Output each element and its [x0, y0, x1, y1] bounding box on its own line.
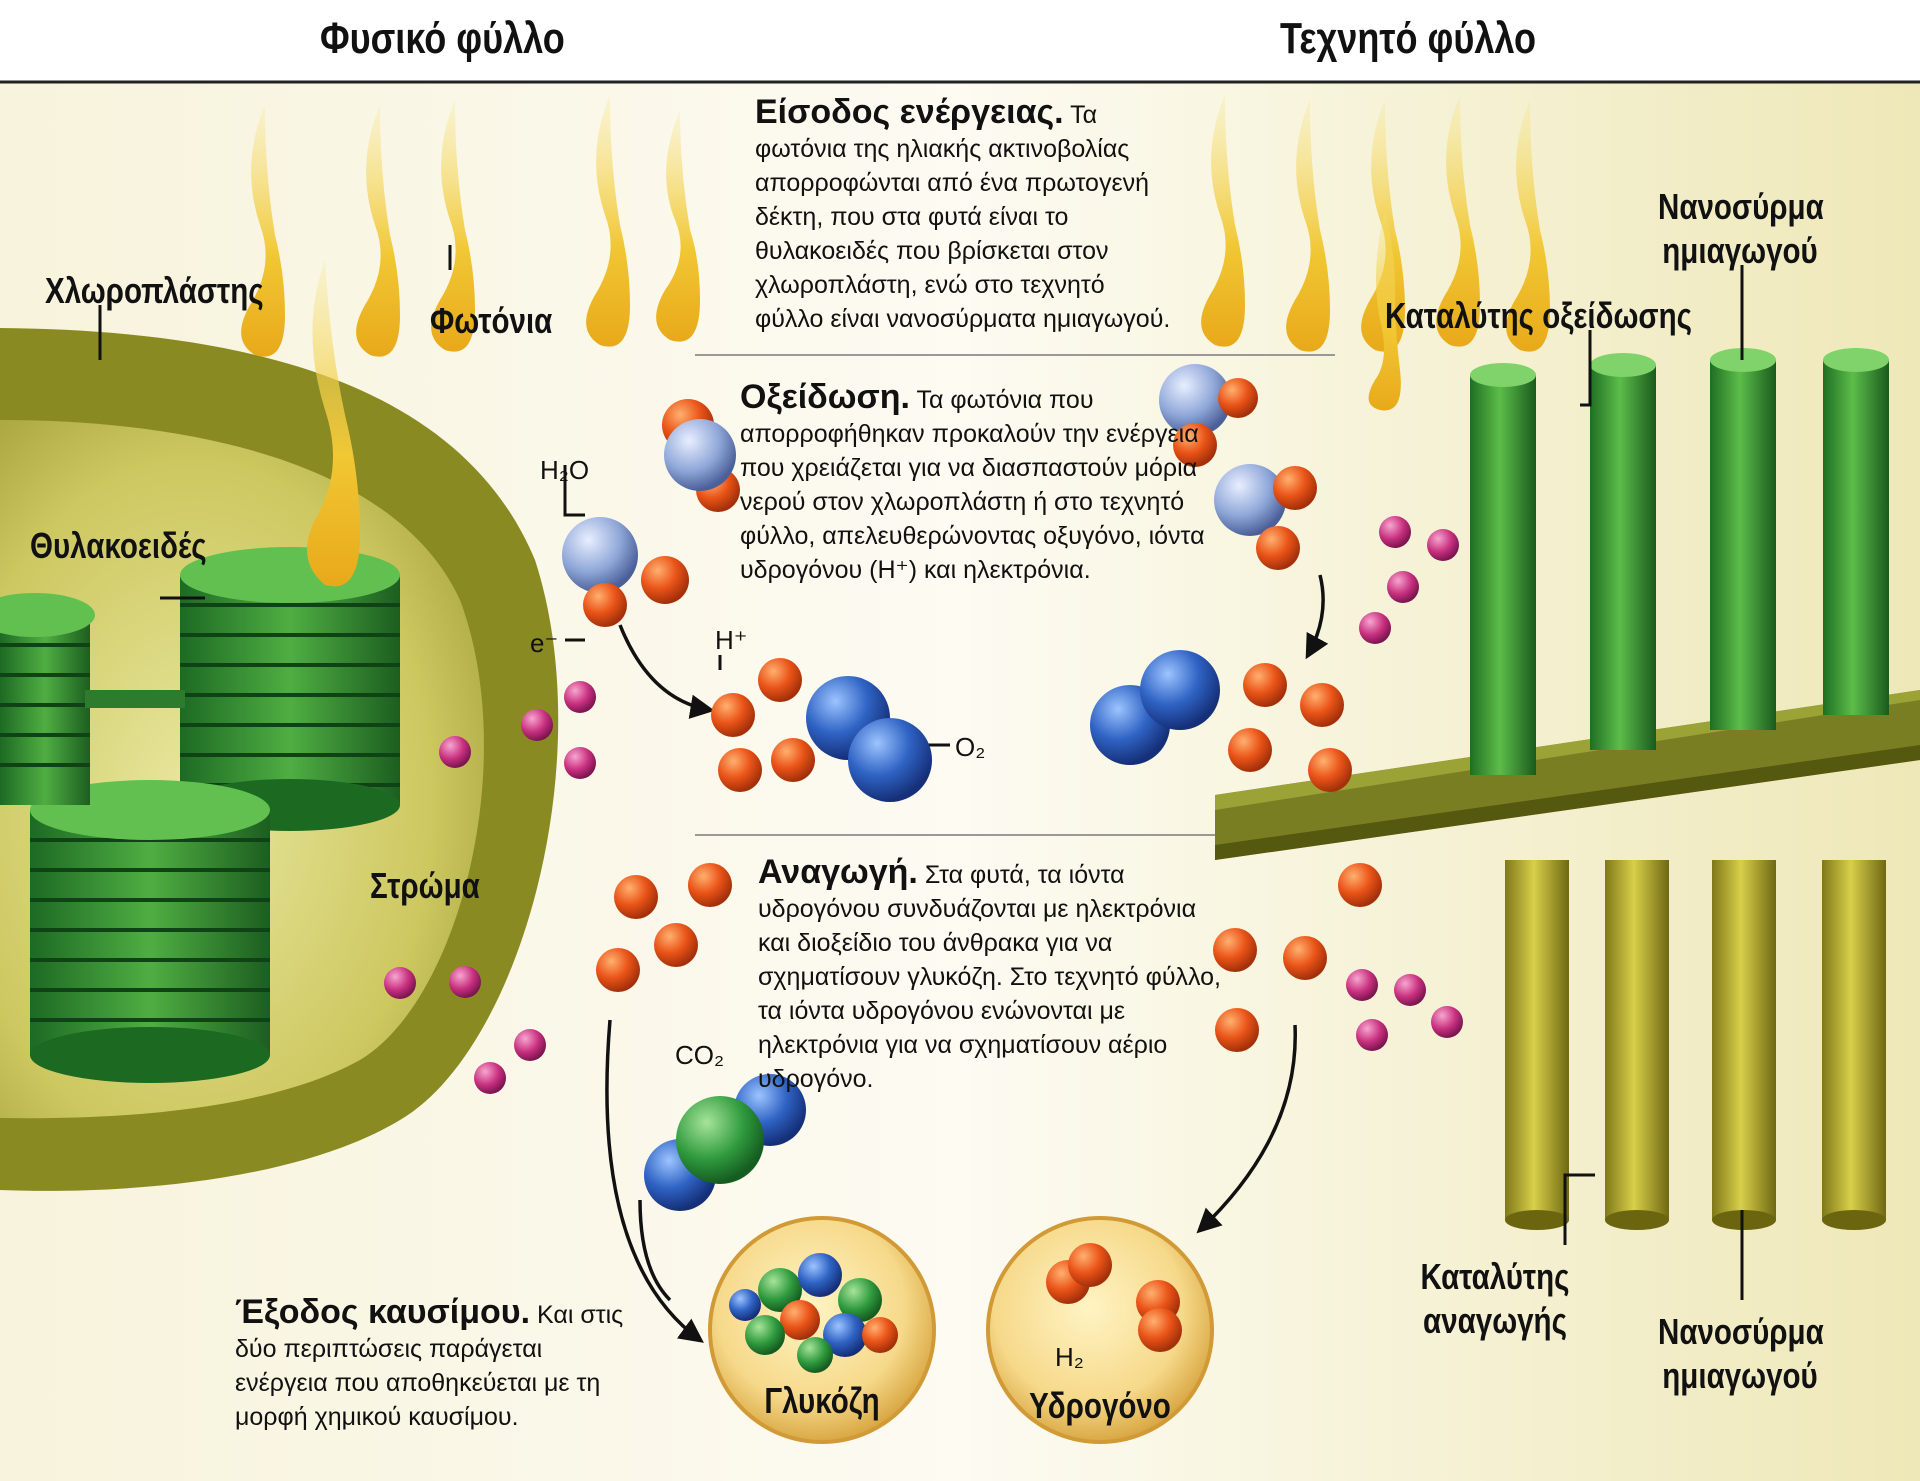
label-h2: H₂ — [1055, 1342, 1084, 1372]
fuel-output-body: Και στις δύο περιπτώσεις παράγεται ενέργ… — [235, 1301, 624, 1431]
label-proton: H⁺ — [715, 625, 748, 655]
fuel-output-title: Έξοδος καυσίμου. — [235, 1293, 531, 1331]
paragraph-energy-input: Είσοδος ενέργειας. Τα φωτόνια της ηλιακή… — [755, 95, 1175, 336]
hydrogen-orb — [986, 1216, 1214, 1444]
thylakoid-link — [85, 690, 185, 708]
flow-arrows — [605, 574, 1329, 1343]
label-stroma: Στρώμα — [370, 865, 480, 906]
label-oxidation-catalyst: Καταλύτης οξείδωσης — [1385, 295, 1693, 336]
label-nanowire-top: Νανοσύρμα ημιαγωγού — [1658, 186, 1824, 271]
photons-left — [241, 95, 700, 587]
header-natural-leaf: Φυσικό φύλλο — [320, 14, 565, 63]
oxidation-body: Τα φωτόνια που απορροφήθηκαν προκαλούν τ… — [740, 386, 1205, 584]
label-chloroplast: Χλωροπλάστης — [45, 270, 264, 311]
label-reduction-catalyst: Καταλύτης αναγωγής — [1420, 1256, 1570, 1341]
reduction-body: Στα φυτά, τα ιόντα υδρογόνου συνδυάζοντα… — [758, 861, 1221, 1093]
water-molecule-1 — [662, 399, 740, 512]
paragraph-oxidation: Οξείδωση. Τα φωτόνια που απορροφήθηκαν π… — [740, 380, 1245, 587]
nanowires-yellow — [1505, 860, 1886, 1230]
oxygen-molecule-right — [1090, 650, 1220, 765]
label-glucose: Γλυκόζη — [764, 1380, 880, 1421]
label-electron: e⁻ — [530, 628, 559, 658]
energy-input-title: Είσοδος ενέργειας. — [755, 93, 1064, 131]
paragraph-reduction: Αναγωγή. Στα φυτά, τα ιόντα υδρογόνου συ… — [758, 855, 1228, 1096]
leader-lines — [98, 245, 1744, 1355]
label-co2: CO₂ — [675, 1040, 725, 1070]
electrons — [384, 516, 1463, 1094]
nanowire-assembly — [1215, 348, 1920, 1230]
label-thylakoid: Θυλακοειδές — [30, 525, 207, 566]
photons-right — [1201, 95, 1550, 411]
thylakoid-stack-2 — [30, 780, 270, 1083]
label-h2o: H₂O — [540, 455, 590, 485]
glucose-orb — [708, 1216, 936, 1444]
water-molecule-2 — [562, 517, 689, 627]
thylakoid-stack-3 — [0, 593, 95, 805]
label-nanowire-bottom: Νανοσύρμα ημιαγωγού — [1658, 1311, 1824, 1396]
co2-molecule — [644, 1074, 806, 1211]
header-artificial-leaf: Τεχνητό φύλλο — [1280, 14, 1537, 63]
label-o2: O₂ — [955, 732, 986, 762]
water-molecule-4 — [1214, 464, 1317, 570]
nanowires-green — [1470, 348, 1889, 775]
reduction-title: Αναγωγή. — [758, 853, 918, 891]
oxygen-molecule-left — [806, 676, 932, 802]
paragraph-fuel-output: Έξοδος καυσίμου. Και στις δύο περιπτώσει… — [235, 1295, 635, 1434]
oxidation-title: Οξείδωση. — [740, 378, 910, 416]
header-bar — [0, 0, 1920, 82]
energy-input-body: Τα φωτόνια της ηλιακής ακτινοβολίας απορ… — [755, 101, 1171, 333]
label-hydrogen: Υδρογόνο — [1029, 1385, 1171, 1426]
label-photons: Φωτόνια — [430, 300, 553, 341]
protons — [596, 658, 1382, 1052]
water-molecule-3 — [1159, 364, 1258, 467]
